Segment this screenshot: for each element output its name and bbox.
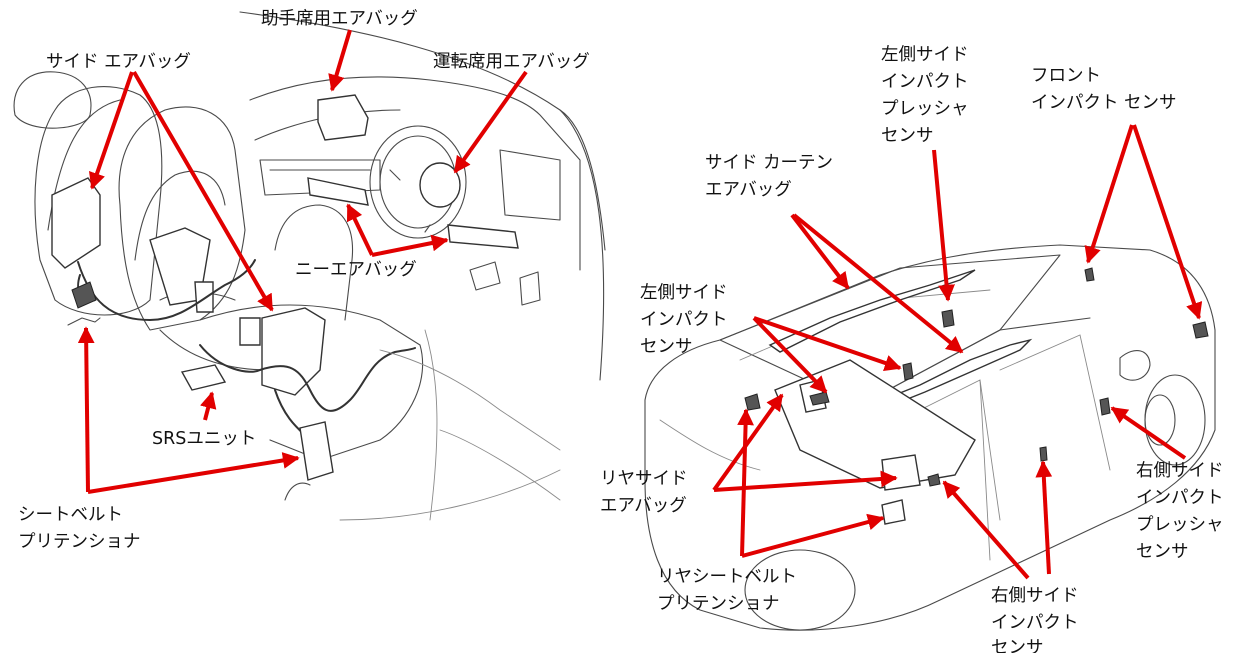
srs-unit-label: SRSユニット	[152, 429, 256, 449]
side-curtain-airbag-label: サイド カーテン エアバッグ	[705, 153, 839, 200]
side-airbag-label: サイド エアバッグ	[46, 52, 191, 72]
driver-airbag-label: 運転席用エアバッグ	[433, 52, 590, 72]
left-side-impact-pressure-sensor-label: 左側サイド インパクト プレッシャ センサ	[881, 45, 974, 146]
front-impact-sensor-label: フロント インパクト センサ	[1031, 66, 1177, 113]
arrows	[77, 29, 1203, 580]
rear-side-airbag-label: リヤサイド エアバッグ	[600, 469, 693, 516]
knee-airbag-label: ニーエアバッグ	[295, 260, 417, 280]
cabin-illustration	[13, 11, 606, 521]
rear-seatbelt-pretensioner-label: リヤシートベルト プリテンショナ	[657, 567, 803, 614]
passenger-airbag-label: 助手席用エアバッグ	[261, 9, 418, 29]
right-side-impact-pressure-sensor-label: 右側サイド インパクト プレッシャ センサ	[1136, 461, 1229, 562]
left-side-impact-sensor-label: 左側サイド インパクト センサ	[640, 283, 733, 357]
seatbelt-pretensioner-label: シートベルト プリテンショナ	[18, 505, 141, 552]
right-side-impact-sensor-label: 右側サイド インパクト センサ	[991, 586, 1084, 653]
